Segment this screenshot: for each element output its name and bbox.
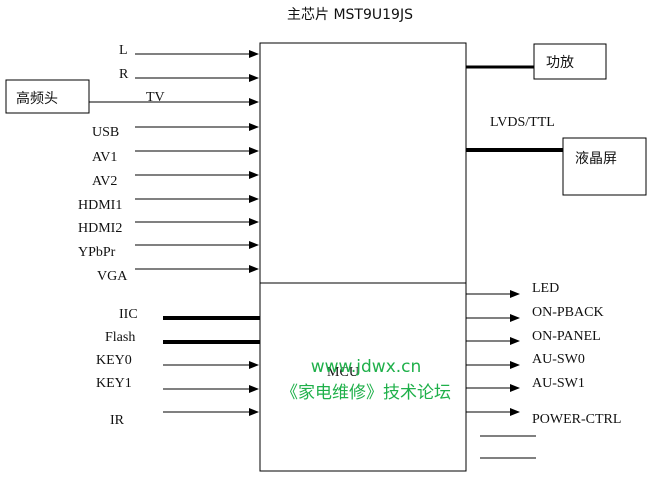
chip-title: 主芯片 MST9U19JS (287, 7, 413, 23)
mcu-input-label-key1: KEY1 (96, 376, 132, 391)
tuner-label: 高频头 (16, 90, 58, 107)
mcu-output-label-au-sw1: AU-SW1 (532, 376, 585, 391)
mcu-output-label-led: LED (532, 281, 559, 296)
watermark-forum: 《家电维修》技术论坛 (281, 383, 451, 403)
mcu-output-label-au-sw0: AU-SW0 (532, 352, 585, 367)
mcu-input-label-iic: IIC (119, 307, 138, 322)
input-label-hdmi1: HDMI1 (78, 198, 122, 213)
watermark-url: www.jdwx.cn (311, 357, 422, 377)
mcu-output-label-power-ctrl: POWER-CTRL (532, 412, 621, 427)
mcu-input-label-key0: KEY0 (96, 353, 132, 368)
main-inputs: L R TV USB AV1 AV2 HDMI1 HDMI2 YPbPr VGA (78, 43, 259, 284)
mcu-input-label-flash: Flash (105, 330, 135, 345)
input-label-av2: AV2 (92, 174, 117, 189)
tuner-box (5, 79, 90, 114)
lvds-label: LVDS/TTL (490, 115, 555, 130)
main-chip-block (259, 42, 467, 284)
input-label-av1: AV1 (92, 150, 117, 165)
input-label-hdmi2: HDMI2 (78, 221, 122, 236)
amplifier-box (533, 43, 607, 80)
lcd-box (562, 137, 647, 196)
input-label-ypbpr: YPbPr (78, 245, 116, 260)
lcd-label: 液晶屏 (575, 151, 617, 167)
amplifier-label: 功放 (546, 55, 574, 71)
mcu-output-label-on-panel: ON-PANEL (532, 329, 601, 344)
input-label-tv: TV (146, 90, 165, 105)
mcu-block (259, 282, 467, 472)
input-label-vga: VGA (97, 269, 128, 284)
mcu-input-label-ir: IR (110, 413, 125, 428)
input-label-r: R (119, 67, 129, 82)
input-label-usb: USB (92, 125, 119, 140)
mcu-outputs: LED ON-PBACK ON-PANEL AU-SW0 AU-SW1 POWE… (466, 281, 621, 459)
mcu-output-label-on-pback: ON-PBACK (532, 305, 604, 320)
mcu-label: MCU (327, 365, 359, 380)
input-label-l: L (119, 43, 128, 58)
mcu-inputs: IIC Flash KEY0 KEY1 IR (96, 307, 260, 428)
